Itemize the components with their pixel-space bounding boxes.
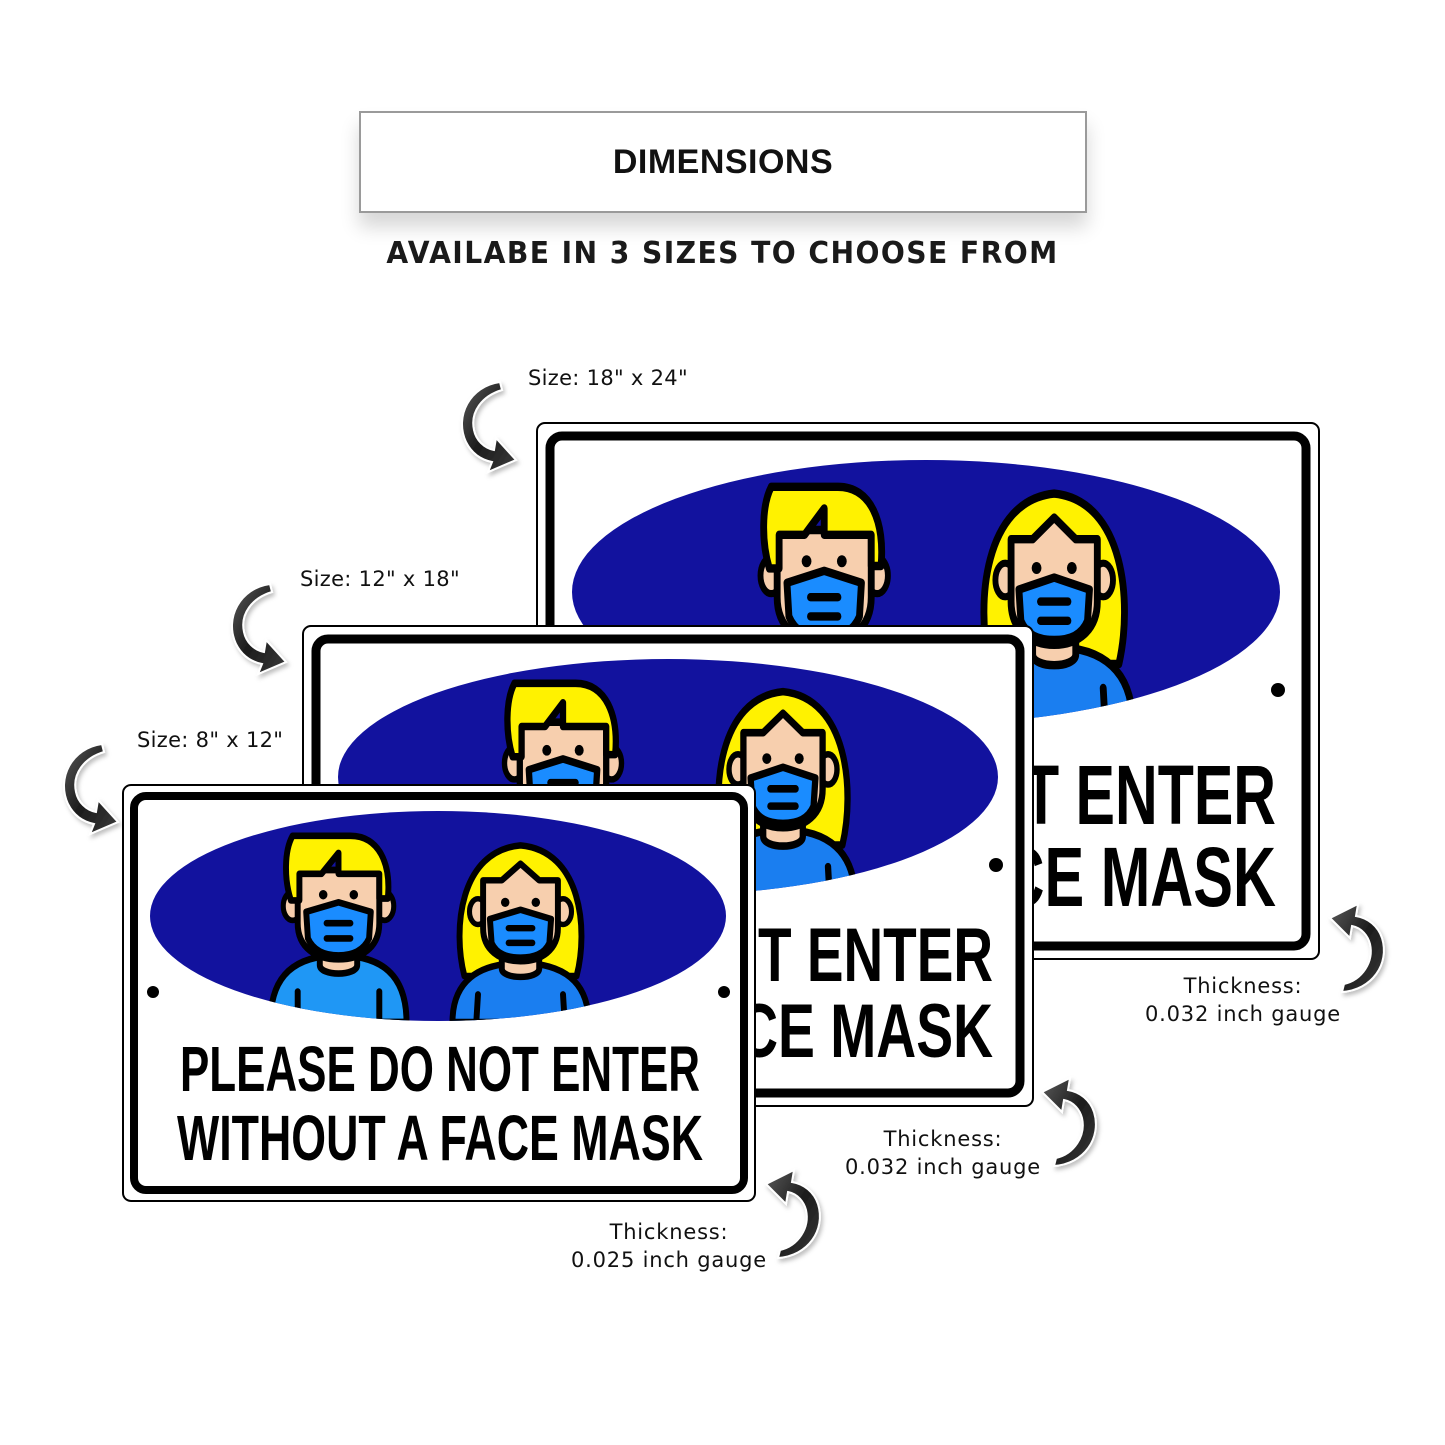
thickness-label-small: Thickness: 0.025 inch gauge	[562, 1218, 776, 1274]
thickness-title: Thickness:	[609, 1220, 729, 1244]
sign-small: PLEASE DO NOT ENTER WITHOUT A FACE MASK	[122, 784, 756, 1202]
thickness-title: Thickness:	[1183, 974, 1303, 998]
size-label-small: Size: 8" x 12"	[137, 728, 284, 752]
thickness-title: Thickness:	[883, 1127, 1003, 1151]
curved-arrow-up-left-icon	[764, 1164, 828, 1264]
curved-arrow-down-right-icon	[452, 376, 522, 476]
thickness-label-medium: Thickness: 0.032 inch gauge	[836, 1125, 1050, 1181]
page-subtitle: AVAILABE IN 3 SIZES TO CHOOSE FROM	[386, 236, 1059, 271]
thickness-value: 0.032 inch gauge	[1144, 1002, 1342, 1026]
size-label-large: Size: 18" x 24"	[528, 366, 688, 390]
thickness-value: 0.025 inch gauge	[570, 1248, 768, 1272]
page-title: DIMENSIONS	[612, 142, 834, 181]
dimensions-title-box: DIMENSIONS	[359, 111, 1087, 213]
curved-arrow-up-left-icon	[1328, 898, 1392, 998]
sign-line-2: WITHOUT A FACE MASK	[177, 1102, 703, 1174]
curved-arrow-up-left-icon	[1040, 1072, 1104, 1172]
thickness-value: 0.032 inch gauge	[844, 1155, 1042, 1179]
size-label-medium: Size: 12" x 18"	[300, 567, 460, 591]
curved-arrow-down-right-icon	[54, 738, 124, 838]
sign-line-1: PLEASE DO NOT ENTER	[180, 1033, 700, 1105]
thickness-label-large: Thickness: 0.032 inch gauge	[1136, 972, 1350, 1028]
curved-arrow-down-right-icon	[222, 578, 292, 678]
